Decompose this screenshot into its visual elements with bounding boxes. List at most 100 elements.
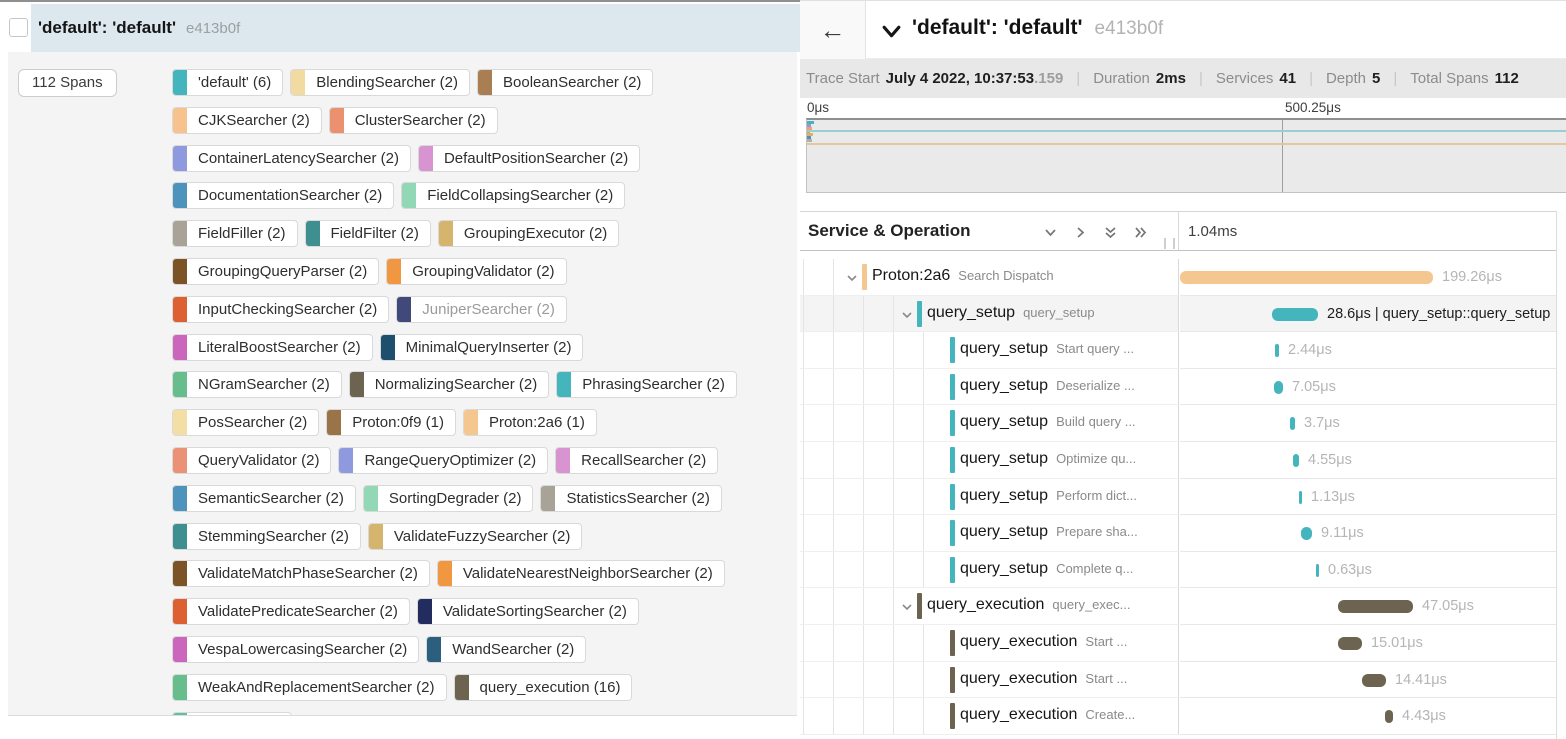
tree-indent-guide <box>833 478 834 515</box>
tree-indent-guide <box>923 551 924 588</box>
service-tag-row: NGramSearcher (2)NormalizingSearcher (2)… <box>172 371 797 399</box>
service-tag-row: CJKSearcher (2)ClusterSearcher (2) <box>172 106 797 134</box>
span-toggle-chevron-icon[interactable] <box>901 308 913 326</box>
span-duration-bar[interactable] <box>1338 600 1413 614</box>
collapse-trace-chevron-icon[interactable] <box>880 20 903 48</box>
back-button[interactable]: ← <box>800 1 866 59</box>
tree-indent-guide <box>863 295 864 332</box>
span-duration-cell[interactable]: 0.63μs <box>1180 551 1556 589</box>
span-duration-bar[interactable] <box>1338 636 1362 650</box>
trace-detail-panel: ← 'default': 'default'e413b0f Trace Star… <box>800 0 1566 739</box>
span-duration-cell[interactable]: 3.7μs <box>1180 405 1556 442</box>
span-duration-cell[interactable]: 9.11μs <box>1180 515 1556 552</box>
span-duration-cell[interactable]: 4.43μs <box>1180 698 1556 735</box>
trace-select-checkbox[interactable] <box>9 18 28 37</box>
tree-indent-guide <box>923 515 924 551</box>
span-duration-cell[interactable]: 4.55μs <box>1180 441 1556 479</box>
span-duration-cell[interactable]: 28.6μs | query_setup::query_setup <box>1180 295 1556 333</box>
span-operation-name: Optimize qu... <box>1056 450 1137 466</box>
span-duration-bar[interactable] <box>1180 271 1433 284</box>
summary-value: 5 <box>1372 70 1381 87</box>
service-tag: WandSearcher (2) <box>426 635 587 663</box>
service-tag-label: NormalizingSearcher (2) <box>374 376 538 394</box>
span-toggle-chevron-icon[interactable] <box>846 271 858 289</box>
expand-all-icon[interactable] <box>1133 225 1148 240</box>
service-tag: StemmingSearcher (2) <box>172 522 361 550</box>
span-duration-bar[interactable] <box>1299 490 1302 504</box>
collapse-all-icon[interactable] <box>1103 225 1118 240</box>
span-duration-cell[interactable]: 15.01μs <box>1180 624 1556 662</box>
tree-indent-guide <box>803 551 804 588</box>
service-tag-label: WeakAndReplacementSearcher (2) <box>198 678 435 696</box>
span-duration-bar[interactable] <box>1301 527 1312 541</box>
column-resize-handle[interactable] <box>1164 238 1175 249</box>
span-duration-bar[interactable] <box>1290 417 1295 431</box>
diff-trace-title-bar[interactable]: 'default': 'default' e413b0f <box>31 4 800 52</box>
tree-indent-guide <box>803 661 804 698</box>
span-duration-cell[interactable]: 47.05μs <box>1180 588 1556 625</box>
service-tag-label: StemmingSearcher (2) <box>198 527 349 545</box>
service-tag: SortingDegrader (2) <box>362 484 534 512</box>
span-duration-cell[interactable]: 7.05μs <box>1180 368 1556 406</box>
span-duration-cell[interactable]: 14.41μs <box>1180 661 1556 699</box>
span-operation-name: Create... <box>1085 707 1136 723</box>
span-duration-bar[interactable] <box>1385 710 1393 724</box>
service-color-chip <box>173 523 187 549</box>
span-duration-cell[interactable]: 2.44μs <box>1180 332 1556 369</box>
diff-trace-title: 'default': 'default' <box>38 18 177 37</box>
service-tag-label: QueryValidator (2) <box>198 451 320 469</box>
span-duration-bar[interactable] <box>1362 673 1386 687</box>
tree-indent-guide <box>923 405 924 441</box>
service-color-chip <box>173 636 187 662</box>
service-color-chip <box>556 447 571 473</box>
timeline-minimap[interactable] <box>806 118 1566 193</box>
span-duration-bar[interactable] <box>1293 453 1299 467</box>
summary-value: 2ms <box>1155 70 1186 87</box>
service-tag-label <box>187 713 209 715</box>
span-duration-bar[interactable] <box>1316 563 1319 577</box>
span-duration-bar[interactable] <box>1272 307 1318 321</box>
span-duration-cell[interactable]: 199.26μs <box>1180 259 1556 296</box>
service-tag-label: MinimalQueryInserter (2) <box>405 338 572 356</box>
span-duration-bar[interactable] <box>1275 344 1279 358</box>
service-tag-label: DocumentationSearcher (2) <box>198 187 383 205</box>
tree-indent-guide <box>923 332 924 368</box>
collapse-one-icon[interactable] <box>1043 225 1058 240</box>
tree-indent-guide <box>863 551 864 588</box>
service-color-chip <box>173 183 187 209</box>
expand-one-icon[interactable] <box>1073 225 1088 240</box>
vertical-scrollbar[interactable] <box>1556 211 1566 739</box>
summary-label: Depth <box>1325 70 1366 87</box>
span-duration-bar[interactable] <box>1274 380 1283 394</box>
span-duration-cell[interactable]: 1.13μs <box>1180 478 1556 516</box>
tree-indent-guide <box>833 515 834 551</box>
span-toggle-chevron-icon[interactable] <box>901 600 913 618</box>
service-tag: NormalizingSearcher (2) <box>348 371 550 399</box>
